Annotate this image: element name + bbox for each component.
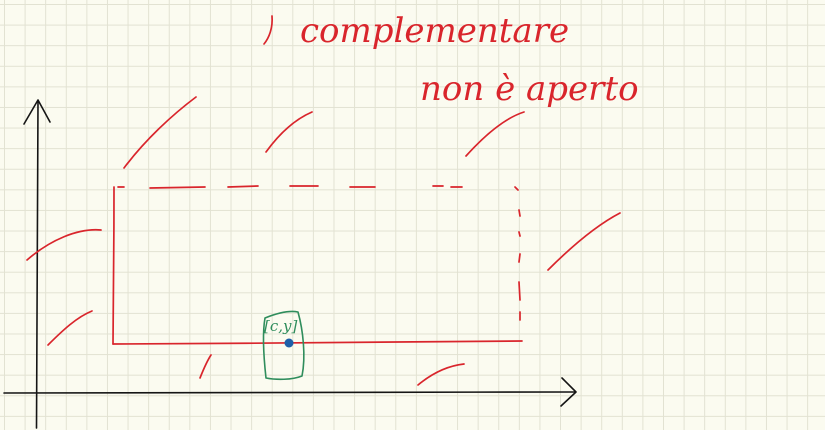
hatch-stroke: [199, 354, 212, 379]
annotation-line-1: complementare: [300, 11, 569, 51]
hatch-stroke: [465, 111, 525, 157]
point-label: [c,y]: [264, 317, 297, 335]
y-axis: [35, 101, 39, 429]
right-edge-dashed: [514, 186, 521, 321]
annotation-line-2: non è aperto: [420, 69, 639, 109]
point-marker: [c,y]: [262, 310, 305, 381]
y-axis-arrowhead: [23, 99, 51, 125]
top-edge-dashed: [117, 185, 463, 189]
hatch-stroke: [123, 96, 197, 169]
bottom-edge-solid: [112, 340, 523, 345]
hatch-stroke: [26, 228, 102, 261]
hatch-stroke: [263, 15, 273, 45]
point-dot: [284, 338, 294, 348]
coordinate-axes: [3, 99, 577, 429]
red-annotation: complementare non è aperto: [300, 11, 639, 109]
point-bracket: [262, 310, 305, 381]
hatch-stroke: [417, 363, 465, 386]
hatch-stroke: [547, 212, 621, 271]
hatch-stroke: [265, 111, 313, 153]
x-axis: [3, 391, 576, 394]
x-axis-arrowhead: [560, 377, 577, 407]
left-edge-solid: [112, 186, 115, 345]
hatch-stroke: [47, 310, 93, 346]
region-boundary: [112, 185, 523, 345]
region-hatching: [26, 15, 621, 386]
